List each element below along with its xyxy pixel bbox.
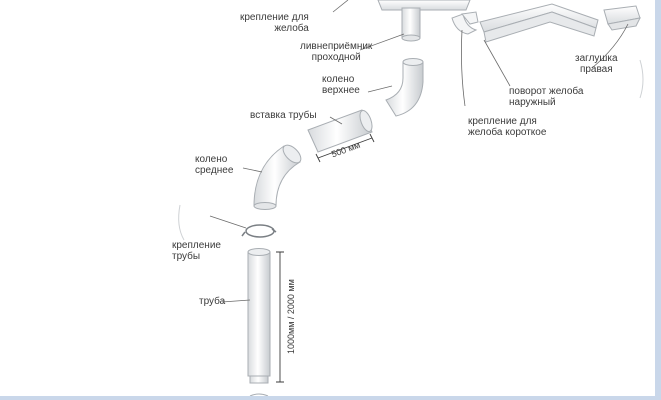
label-pipe-insert: вставка трубы — [250, 110, 317, 121]
label-short-bracket: крепление для желоба короткое — [468, 116, 547, 138]
label-end-cap: заглушка правая — [575, 53, 618, 75]
pipe-clamp — [241, 224, 277, 238]
label-pipe: труба — [199, 296, 226, 307]
label-gutter-bracket: крепление для желоба — [240, 12, 309, 34]
insert-dimension-line — [315, 133, 375, 163]
label-upper-elbow: колено верхнее — [322, 74, 360, 96]
gutter-end-cap — [603, 5, 641, 31]
upper-elbow — [385, 58, 424, 117]
short-gutter-bracket — [451, 11, 479, 35]
pipe-insert — [307, 109, 373, 153]
label-outlet: ливнеприёмник проходной — [300, 41, 373, 63]
pipe-dimension-label: 1000мм / 2000 мм — [286, 279, 296, 354]
decorative-arrows — [178, 59, 644, 241]
label-middle-elbow: колено среднее — [195, 154, 234, 176]
middle-elbow — [253, 144, 302, 210]
pipe-dimension-line — [276, 251, 284, 383]
drain-pipe — [247, 248, 271, 396]
gutter-outlet — [377, 0, 471, 42]
gutter-corner-outer — [479, 3, 599, 43]
label-corner-outer: поворот желоба наружный — [509, 86, 584, 108]
leader-lines — [209, 0, 629, 303]
label-pipe-clamp: крепление трубы — [172, 240, 221, 262]
